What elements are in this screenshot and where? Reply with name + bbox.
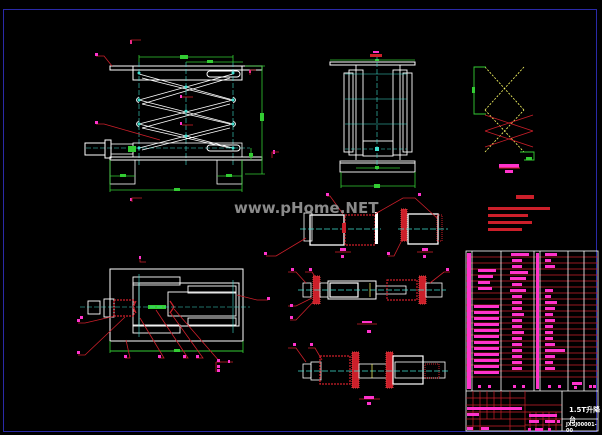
motion-diagram: [472, 66, 535, 173]
drawing-frame: [3, 9, 597, 432]
watermark: www.pHome.NET: [234, 199, 379, 217]
section-shaft-3: [288, 330, 448, 405]
front-view: [84, 39, 279, 202]
section-shaft-2: [288, 268, 450, 325]
title-block-name: 1.5T升降台: [569, 406, 601, 424]
side-view: [329, 51, 416, 188]
title-block-drawing-no: JXSJ00001-00: [566, 422, 597, 434]
section-shaft-1: [264, 193, 448, 258]
tech-requirements: [488, 195, 550, 231]
top-view: [77, 256, 270, 372]
parts-list: [465, 250, 599, 432]
title-block: [466, 391, 598, 431]
